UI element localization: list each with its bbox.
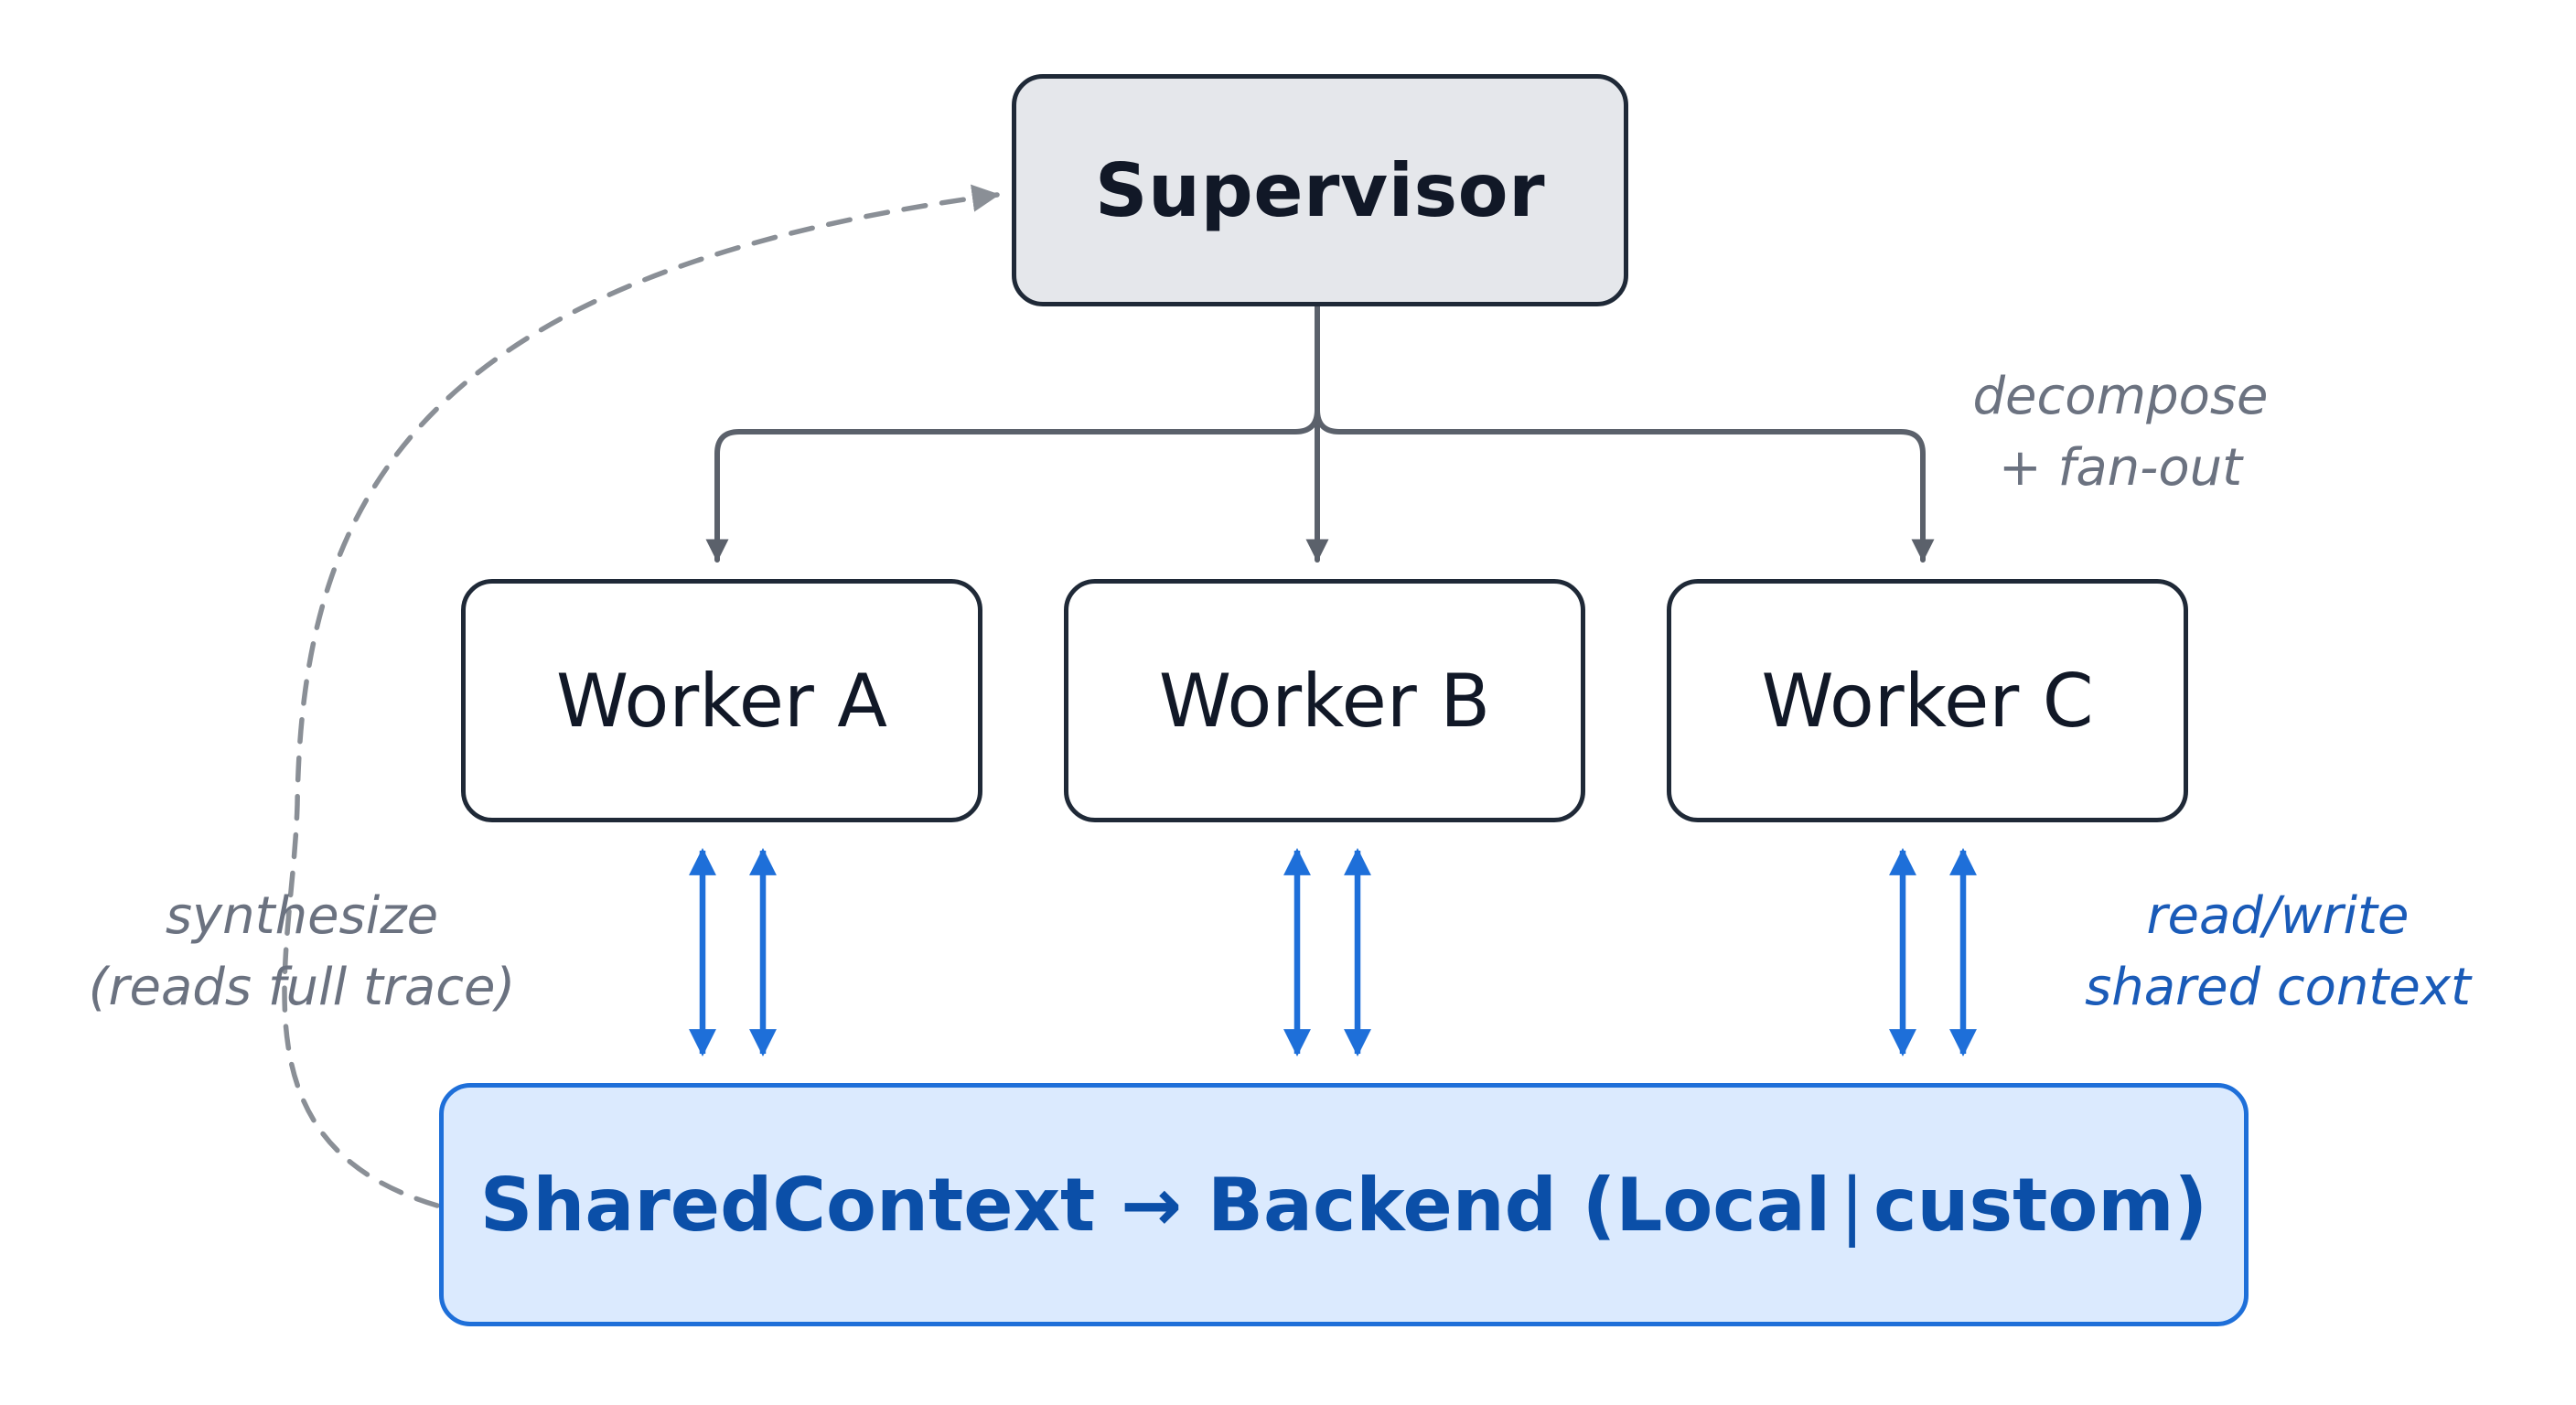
read-write-annotation-line2: shared context xyxy=(2085,958,2471,1017)
read-write-arrows xyxy=(689,848,1977,1056)
shared-context-separator: | xyxy=(1840,1162,1865,1248)
supervisor-label: Supervisor xyxy=(1094,147,1546,233)
read-write-annotation: read/write shared context xyxy=(2049,881,2506,1024)
fanout-connectors xyxy=(705,304,1935,563)
synthesize-annotation-line1: synthesize xyxy=(165,886,439,946)
shared-context-lead: SharedContext → Backend (Local xyxy=(479,1162,1831,1248)
worker-c-node: Worker C xyxy=(1667,579,2188,822)
worker-a-node: Worker A xyxy=(461,579,982,822)
shared-context-node: SharedContext → Backend (Local|custom) xyxy=(439,1083,2249,1326)
worker-b-label: Worker B xyxy=(1158,658,1491,744)
fanout-annotation: decompose + fan-out xyxy=(1937,361,2303,504)
connector-to-worker-a xyxy=(705,304,1320,563)
shared-context-tail: custom) xyxy=(1873,1162,2208,1248)
connector-to-worker-c xyxy=(1315,407,1935,563)
synthesize-annotation: synthesize (reads full trace) xyxy=(37,881,567,1024)
fanout-annotation-line2: + fan-out xyxy=(1998,438,2243,498)
worker-a-label: Worker A xyxy=(556,658,887,744)
worker-c-label: Worker C xyxy=(1761,658,2094,744)
supervisor-node: Supervisor xyxy=(1012,74,1628,306)
synthesize-annotation-line2: (reads full trace) xyxy=(88,958,516,1017)
worker-b-node: Worker B xyxy=(1064,579,1585,822)
read-write-annotation-line1: read/write xyxy=(2146,886,2410,946)
fanout-annotation-line1: decompose xyxy=(1972,367,2269,426)
synthesize-feedback-arrow xyxy=(282,184,1000,1208)
